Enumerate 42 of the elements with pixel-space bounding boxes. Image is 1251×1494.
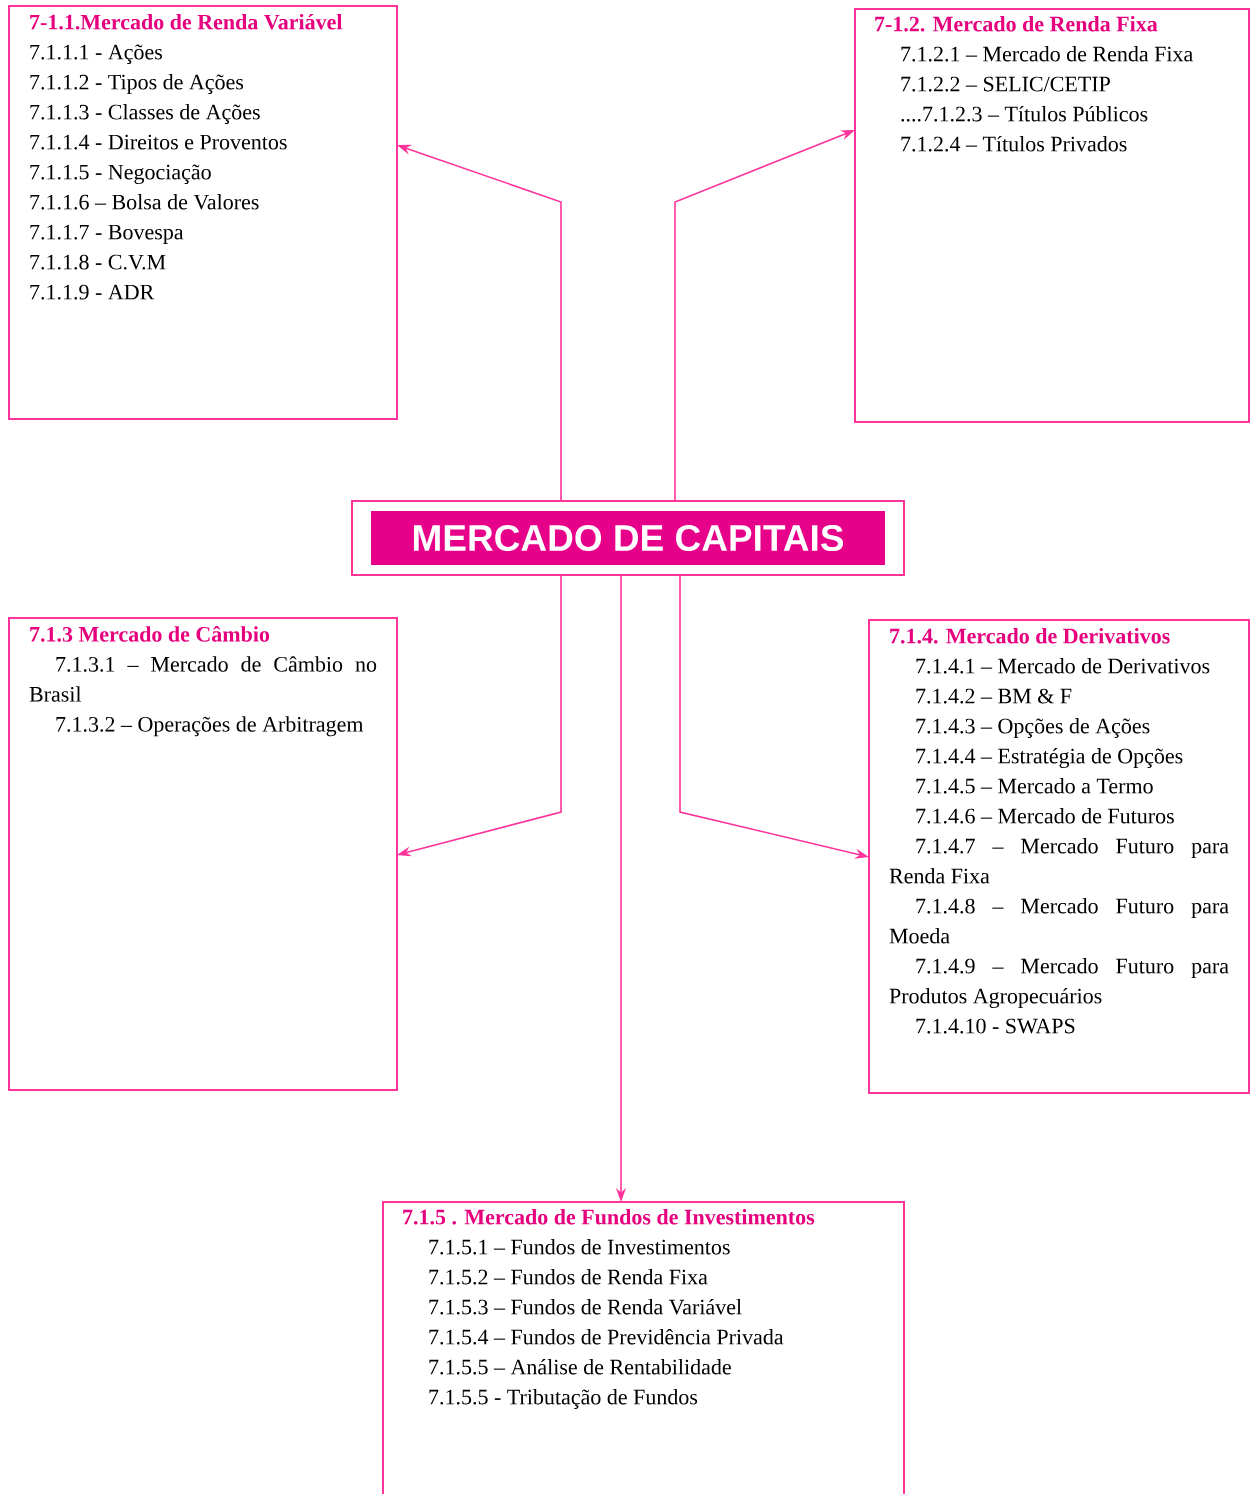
section-heading: 7-1.2. Mercado de Renda Fixa bbox=[875, 16, 1158, 32]
topic-link: 7.1.3.1 – Mercado de Câmbio no Brasil bbox=[29, 656, 377, 702]
topic-link: 7.1.1.7 - Bovespa bbox=[30, 224, 184, 244]
topic-link: 7.1.1.1 - Ações bbox=[30, 44, 162, 64]
topic-link: 7.1.2.4 – Títulos Privados bbox=[901, 135, 1127, 152]
topic-link: 7.1.5.4 – Fundos de Previdência Privada bbox=[429, 1328, 784, 1345]
topic-link: 7.1.5.5 – Análise de Rentabilidade bbox=[429, 1358, 731, 1375]
topic-link: 7.1.5.3 – Fundos de Renda Variável bbox=[429, 1298, 742, 1315]
topic-link: 7.1.4.10 - SWAPS bbox=[916, 1018, 1075, 1034]
section-heading: 7.1.3 Mercado de Câmbio bbox=[30, 626, 270, 642]
topic-link: 7.1.5.2 – Fundos de Renda Fixa bbox=[429, 1269, 708, 1285]
topic-link: 7.1.3.2 – Operações de Arbitragem bbox=[56, 716, 364, 737]
topic-link: 7.1.4.6 – Mercado de Futuros bbox=[916, 808, 1174, 824]
topic-link: 7.1.4.7 – Mercado Futuro para Renda Fixa bbox=[889, 838, 1229, 884]
section-heading: 7.1.5 . Mercado de Fundos de Investimentos bbox=[403, 1209, 815, 1225]
topic-link: 7.1.2.1 – Mercado de Renda Fixa bbox=[901, 46, 1193, 62]
topic-link: 7.1.2.2 – SELIC/CETIP bbox=[901, 76, 1110, 92]
topic-link: 7.1.1.3 - Classes de Ações bbox=[30, 104, 260, 124]
topic-box bbox=[382, 1201, 905, 1494]
topic-link: 7.1.4.3 – Opções de Ações bbox=[916, 718, 1150, 738]
section-heading: 7-1.1.Mercado de Renda Variável bbox=[30, 14, 343, 30]
topic-box bbox=[8, 617, 398, 1091]
topic-link: 7.1.5.1 – Fundos de Investimentos bbox=[429, 1239, 730, 1255]
topic-link: 7.1.4.4 – Estratégia de Opções bbox=[916, 747, 1183, 769]
title-box: MERCADO DE CAPITAIS bbox=[351, 500, 905, 576]
topic-box bbox=[868, 619, 1250, 1094]
topic-box bbox=[8, 5, 398, 420]
topic-box bbox=[854, 8, 1250, 423]
topic-link: 7.1.1.2 - Tipos de Ações bbox=[30, 74, 244, 94]
section-heading: 7.1.4. Mercado de Derivativos bbox=[890, 628, 1170, 644]
topic-link: 7.1.1.6 – Bolsa de Valores bbox=[30, 194, 259, 210]
topic-link: 7.1.4.8 – Mercado Futuro para Moeda bbox=[889, 898, 1229, 944]
topic-link: 7.1.4.1 – Mercado de Derivativos bbox=[916, 658, 1210, 674]
topic-link: 7.1.4.5 – Mercado a Termo bbox=[916, 778, 1153, 794]
topic-link: 7.1.1.5 - Negociação bbox=[30, 164, 211, 185]
topic-link: 7.1.4.9 – Mercado Futuro para Produtos Agropecuários bbox=[889, 958, 1229, 1009]
topic-link: 7.1.1.9 - ADR bbox=[30, 284, 155, 300]
topic-link: ....7.1.2.3 – Títulos Públicos bbox=[901, 105, 1148, 122]
topic-link: 7.1.1.4 - Direitos e Proventos bbox=[30, 134, 287, 150]
topic-link: 7.1.5.5 - Tributação de Fundos bbox=[429, 1389, 698, 1409]
topic-link: 7.1.1.8 - C.V.M bbox=[30, 254, 166, 270]
topic-link: 7.1.4.2 – BM & F bbox=[916, 688, 1072, 704]
